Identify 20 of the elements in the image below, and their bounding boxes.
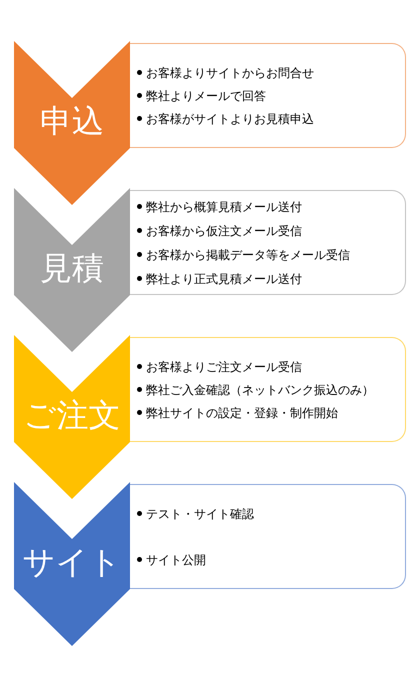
bullet-text: サイト公開 — [146, 552, 206, 566]
bullet-text: 弊社ご入金確認（ネットバンク振込のみ） — [146, 382, 374, 396]
bullet-text: お客様から掲載データ等をメール受信 — [146, 248, 350, 262]
stage-heading: 申込 — [40, 105, 104, 137]
step-box — [130, 43, 406, 148]
bullet-text: テスト・サイト確認 — [146, 506, 254, 520]
stage-heading: サイト — [22, 546, 122, 578]
bullet-text: 弊社より正式見積メール送付 — [146, 272, 302, 286]
bullet-text: 弊社から概算見積メール送付 — [146, 200, 302, 214]
bullet-text: お客様から仮注文メール受信 — [146, 224, 302, 238]
bullet-text: 弊社よりメールで回答 — [146, 88, 266, 102]
bullet-text: お客様よりサイトからお問合せ — [146, 66, 314, 80]
step-box — [130, 337, 406, 442]
stage-heading: ご注文 — [24, 399, 120, 431]
bullet-text: お客様よりご注文メール受信 — [146, 360, 302, 374]
step-box — [130, 484, 406, 589]
stage-heading: 見積 — [40, 252, 104, 284]
bullet-text: 弊社サイトの設定・登録・制作開始 — [146, 406, 338, 420]
step-box — [130, 190, 406, 295]
bullet-text: お客様がサイトよりお見積申込 — [146, 112, 314, 126]
